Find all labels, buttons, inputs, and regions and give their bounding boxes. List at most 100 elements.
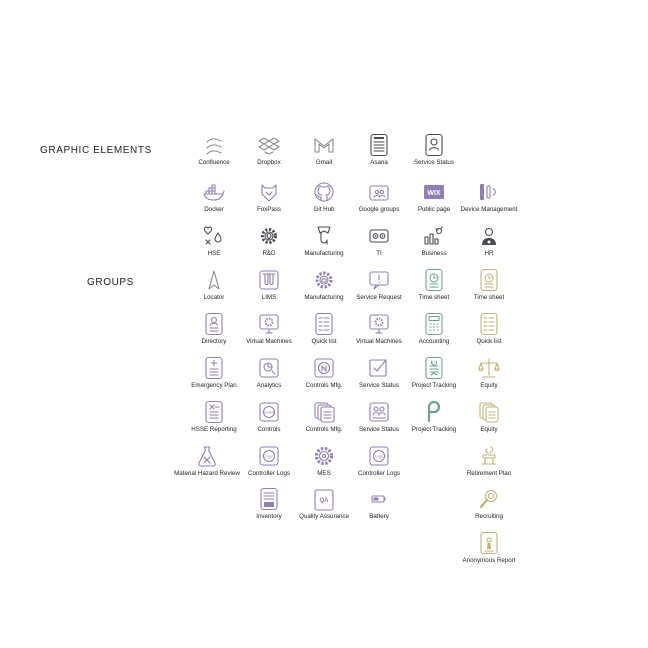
section-title-groups: GROUPS	[87, 277, 134, 288]
project-tracking-p-icon	[392, 400, 476, 424]
app-tile-service-status[interactable]: Service Status	[392, 133, 476, 181]
app-tile-recruiting[interactable]: Recruiting	[447, 487, 531, 535]
docker-icon	[172, 180, 256, 204]
analytics-icon	[227, 356, 311, 380]
controls-mfg-stack-icon	[282, 400, 366, 424]
device-management-icon	[447, 180, 531, 204]
hse-icon	[172, 224, 256, 248]
app-tile-label: MES	[317, 470, 331, 477]
virtual-machines-icon	[227, 312, 311, 336]
app-tile-service-request[interactable]: Service Request	[337, 268, 421, 316]
app-tile-time-sheet[interactable]: Time sheet	[447, 268, 531, 316]
google-groups-icon	[337, 180, 421, 204]
app-tile-label: Quality Assurance	[299, 513, 349, 520]
quick-list-icon	[447, 312, 531, 336]
anonymous-report-icon	[447, 531, 531, 555]
app-tile-battery[interactable]: Battery	[337, 487, 421, 535]
svg-text:Logs: Logs	[265, 454, 273, 458]
app-tile-service-status[interactable]: Service Status	[337, 356, 421, 404]
app-tile-public-page[interactable]: WIX Public page	[392, 180, 476, 228]
app-tile-label: HSE	[207, 250, 221, 257]
business-icon	[392, 224, 476, 248]
foxpass-icon	[227, 180, 311, 204]
app-tile-device-management[interactable]: Device Management	[447, 180, 531, 228]
app-tile-label: Retirement Plan	[466, 470, 512, 477]
app-tile-asana[interactable]: Asana	[337, 133, 421, 181]
app-tile-locator[interactable]: Locator	[172, 268, 256, 316]
app-tile-dropbox[interactable]: Dropbox	[227, 133, 311, 181]
controls-icon: Controls	[227, 400, 311, 424]
app-tile-lims[interactable]: LIMS	[227, 268, 311, 316]
app-tile-inventory[interactable]: Inventory	[227, 487, 311, 535]
app-tile-analytics[interactable]: Analytics	[227, 356, 311, 404]
wix-icon: WIX	[392, 180, 476, 204]
app-tile-manufacturing[interactable]: Manufacturing	[282, 268, 366, 316]
app-tile-quick-list[interactable]: Quick list	[282, 312, 366, 360]
app-tile-project-tracking[interactable]: Project Tracking	[392, 356, 476, 404]
locator-icon	[172, 268, 256, 292]
app-tile-label: Service Status	[359, 382, 399, 389]
app-tile-mes[interactable]: MES	[282, 444, 366, 492]
app-tile-hse[interactable]: HSE	[172, 224, 256, 272]
app-tile-controls-mfg-[interactable]: Controls Mfg.	[282, 356, 366, 404]
app-tile-emergency-plan[interactable]: Emergency Plan	[172, 356, 256, 404]
app-tile-label: Project Tracking	[411, 382, 457, 389]
app-tile-confluence[interactable]: Confluence	[172, 133, 256, 181]
app-tile-ti[interactable]: TI	[337, 224, 421, 272]
app-tile-directory[interactable]: Directory	[172, 312, 256, 360]
lims-icon	[227, 268, 311, 292]
app-tile-label: LIMS	[261, 294, 277, 301]
hr-icon	[447, 224, 531, 248]
equity-stack-icon	[447, 400, 531, 424]
app-tile-manufacturing[interactable]: Manufacturing	[282, 224, 366, 272]
app-tile-label: Service Request	[356, 294, 402, 301]
battery-icon	[337, 487, 421, 511]
app-tile-virtual-machines[interactable]: Virtual Machines	[337, 312, 421, 360]
app-tile-docker[interactable]: Docker	[172, 180, 256, 228]
app-tile-label: Asana	[370, 159, 388, 166]
app-tile-label: FoxPass	[256, 206, 282, 213]
app-tile-equity[interactable]: Equity	[447, 356, 531, 404]
retirement-plan-icon	[447, 444, 531, 468]
app-tile-equity[interactable]: Equity	[447, 400, 531, 448]
app-tile-label: Public page	[417, 206, 451, 213]
app-tile-virtual-machines[interactable]: Virtual Machines	[227, 312, 311, 360]
app-tile-quality-assurance[interactable]: QA Quality Assurance	[282, 487, 366, 535]
app-tile-label: Locator	[203, 294, 225, 301]
app-tile-google-groups[interactable]: Google groups	[337, 180, 421, 228]
app-tile-label: Controls Mfg.	[305, 382, 343, 389]
app-tile-retirement-plan[interactable]: Retirement Plan	[447, 444, 531, 492]
app-tile-label: Manufacturing	[304, 294, 344, 301]
app-tile-hsse-reporting[interactable]: HSSE Reporting	[172, 400, 256, 448]
app-tile-foxpass[interactable]: FoxPass	[227, 180, 311, 228]
app-tile-project-tracking[interactable]: Project Tracking	[392, 400, 476, 448]
app-tile-quick-list[interactable]: Quick list	[447, 312, 531, 360]
directory-icon	[172, 312, 256, 336]
gmail-icon	[282, 133, 366, 157]
app-tile-r-d[interactable]: R&D	[227, 224, 311, 272]
app-tile-anonymous-report[interactable]: Anonymous Report	[447, 531, 531, 579]
app-tile-label: HR	[484, 250, 494, 257]
app-tile-controls-mfg-[interactable]: Controls Mfg.	[282, 400, 366, 448]
app-tile-business[interactable]: Business	[392, 224, 476, 272]
app-tile-label: Docker	[204, 206, 224, 213]
equity-scale-icon	[447, 356, 531, 380]
app-tile-service-status[interactable]: Service Status	[337, 400, 421, 448]
app-tile-label: Quick list	[476, 338, 502, 345]
app-tile-gmail[interactable]: Gmail	[282, 133, 366, 181]
app-tile-label: Recruiting	[475, 513, 503, 520]
recruiting-icon	[447, 487, 531, 511]
hsse-reporting-icon	[172, 400, 256, 424]
app-tile-time-sheet[interactable]: Time sheet	[392, 268, 476, 316]
app-tile-git-hub[interactable]: Git Hub	[282, 180, 366, 228]
app-tile-label: Anonymous Report	[462, 557, 516, 564]
svg-text:QA: QA	[320, 498, 330, 504]
github-icon	[282, 180, 366, 204]
app-tile-hr[interactable]: HR	[447, 224, 531, 272]
app-tile-accounting[interactable]: Accounting	[392, 312, 476, 360]
app-tile-material-hazard-review[interactable]: Material Hazard Review	[165, 444, 249, 492]
emergency-plan-icon	[172, 356, 256, 380]
